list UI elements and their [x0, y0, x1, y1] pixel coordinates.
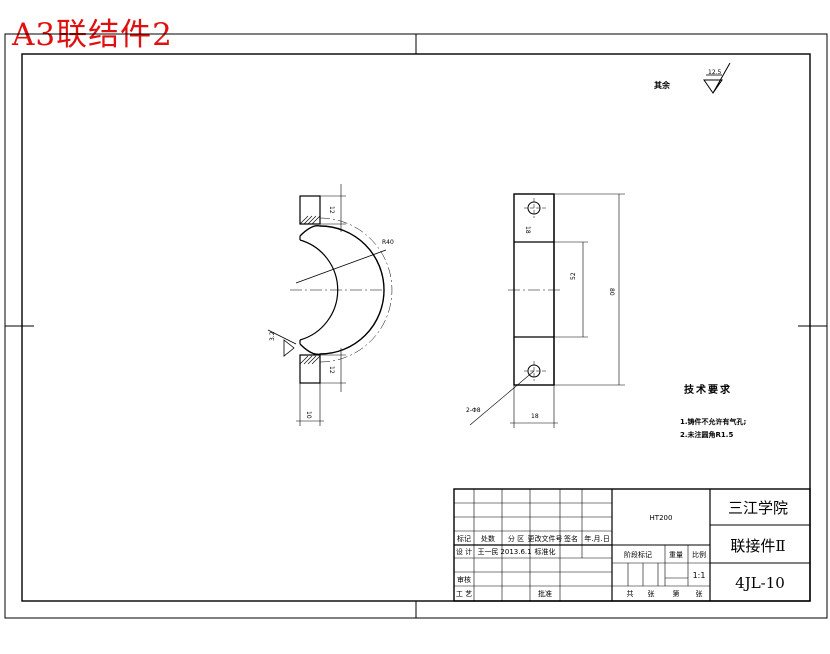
weight-label: 重量 [669, 551, 683, 559]
sheet-number-unit: 张 [696, 589, 703, 598]
left-dim-chamfer: 3.2 [269, 331, 276, 341]
centering-marks [5, 34, 827, 618]
designer-name: 王一民 [478, 548, 499, 556]
left-dim-bottom: 12 [328, 366, 335, 374]
approve-label: 批准 [538, 589, 552, 598]
material-label: HT200 [650, 514, 673, 522]
right-view-side [469, 193, 625, 428]
scale-label: 比例 [692, 550, 706, 559]
left-dim-radius: R40 [382, 239, 394, 246]
scale-value: 1:1 [693, 571, 706, 580]
outer-sheet-border [4, 33, 828, 619]
left-dim-width: 10 [305, 411, 312, 419]
school-name: 三江学院 [728, 499, 788, 517]
sheet-total-unit: 张 [648, 589, 655, 598]
drawing-overlay-title: A3联结件2 [12, 17, 173, 53]
right-dim-hole: 18 [524, 226, 531, 234]
left-view-half-ring [267, 184, 393, 426]
stage-mark-label: 阶段标记 [624, 550, 652, 559]
right-dim-inner: 52 [570, 272, 577, 280]
right-dim-height: 80 [608, 288, 615, 296]
part-name: 联接件Ⅱ [730, 537, 785, 555]
tech-requirement-2: 2.未注圆角R1.5 [680, 430, 733, 439]
roughness-label: 其余 [654, 80, 671, 90]
roughness-value: 12.5 [708, 69, 722, 76]
head-cell-5: 年.月.日 [584, 534, 609, 543]
process-label: 工 艺 [456, 590, 472, 598]
drawing-number: 4JL-10 [735, 574, 785, 592]
sheet-number-label: 第 [673, 589, 680, 598]
tech-requirements-title: 技术要求 [684, 383, 732, 396]
review-label: 审核 [457, 575, 471, 584]
right-dim-diameter: 2-Φ8 [466, 407, 481, 414]
head-cell-4: 签名 [564, 534, 578, 543]
head-cell-1: 处数 [481, 534, 495, 543]
head-cell-0: 标记 [457, 534, 471, 543]
inner-drawing-frame [21, 53, 811, 602]
standardization-label: 标准化 [535, 547, 556, 556]
roughness-symbol: 其余 12.5 [654, 62, 731, 94]
left-dim-top: 12 [328, 206, 335, 214]
tech-requirement-1: 1.铸件不允许有气孔; [680, 417, 747, 426]
head-cell-3: 更改文件号 [528, 534, 563, 543]
design-date: 2013.6.1 [500, 548, 531, 556]
right-dim-width: 18 [531, 413, 539, 420]
sheet-total-label: 共 [627, 589, 634, 598]
design-label: 设 计 [456, 547, 472, 556]
title-block [453, 488, 811, 602]
head-cell-2: 分 区 [508, 534, 524, 543]
